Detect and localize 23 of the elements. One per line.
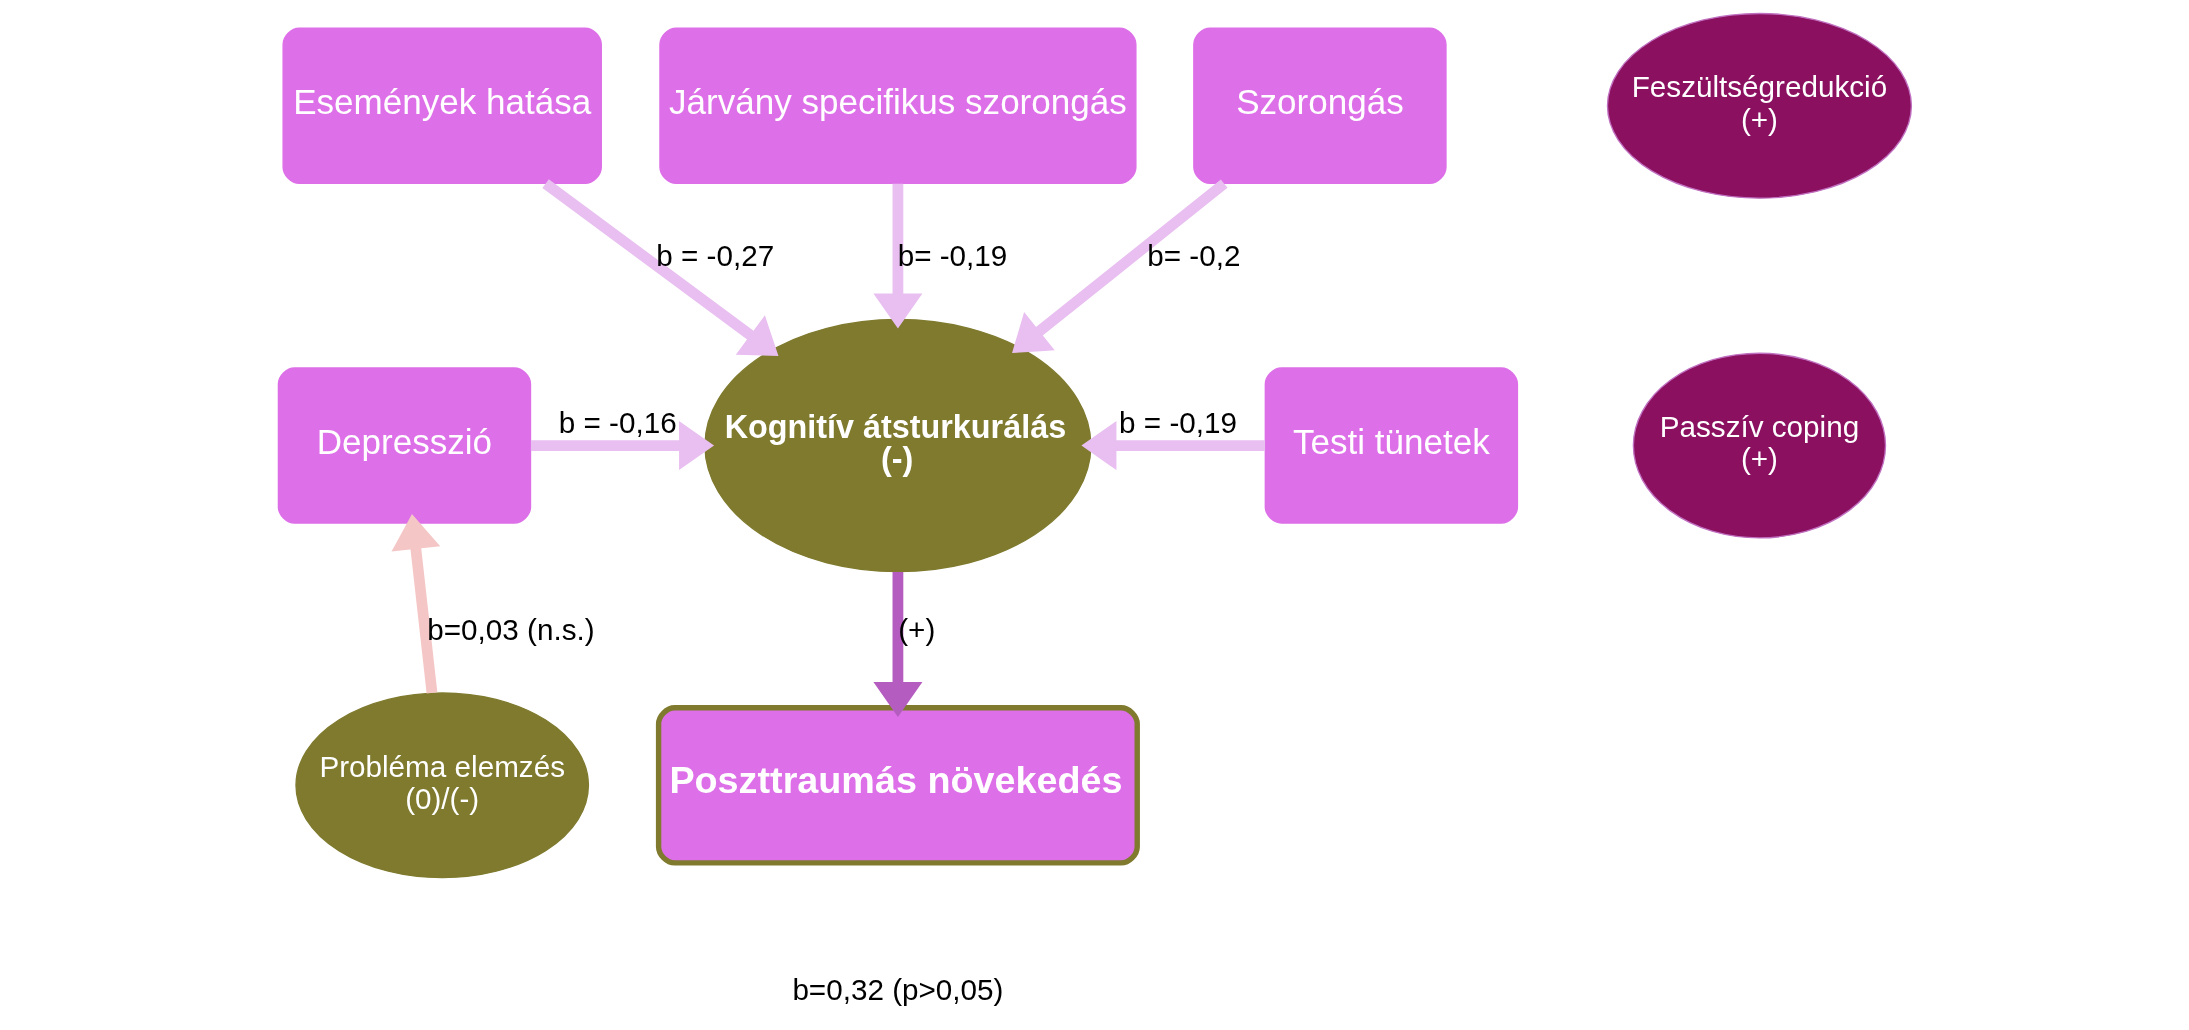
label: b=0,32 (p>0,05): [791, 972, 1003, 1006]
edge-label: b = -0,19: [1118, 405, 1237, 439]
node-box: Poszttraumás növekedés: [655, 705, 1140, 866]
node-box: Események hatása: [281, 27, 602, 184]
edge-label: b= -0,19: [897, 239, 1007, 273]
node-ellipse: Feszültségredukció (+): [1606, 12, 1912, 199]
edge-label: b = -0,16: [558, 405, 677, 439]
node-ellipse: Passzív coping (+): [1632, 352, 1886, 539]
edge-label: b= -0,2: [1146, 239, 1240, 273]
arrow: [1080, 421, 1265, 471]
arrow: [391, 514, 440, 694]
edge-label: b = -0,27: [655, 239, 774, 273]
node-box: Szorongás: [1192, 27, 1447, 184]
edge-label: b=0,03 (n.s.): [426, 612, 595, 646]
arrow: [530, 421, 714, 471]
node-box: Testi tünetek: [1264, 367, 1518, 524]
node-box: Depresszió: [277, 367, 531, 524]
node-ellipse: Probléma elemzés (0)/(-): [294, 692, 589, 879]
node-box: Járvány specifikus szorongás: [658, 27, 1137, 184]
arrow: [1011, 179, 1228, 354]
arrow: [872, 183, 922, 329]
arrow: [541, 179, 778, 356]
node-ellipse: Kognitív átsturkurálás (-): [703, 318, 1092, 573]
